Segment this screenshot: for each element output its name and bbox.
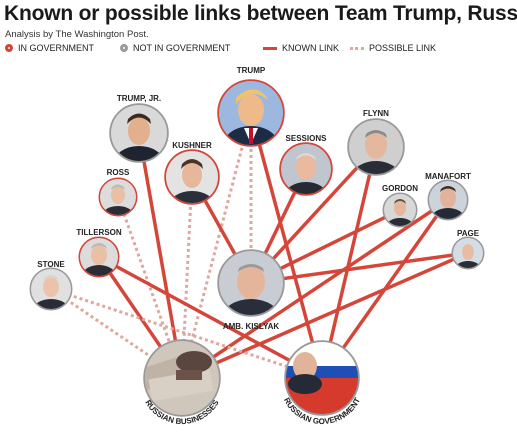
page-title: Known or possible links between Team Tru… <box>4 2 517 25</box>
kislyak-portrait <box>219 251 283 315</box>
known-link-icon <box>263 46 277 50</box>
sessions-portrait <box>281 144 331 194</box>
tillerson-portrait <box>80 238 118 276</box>
node-tillerson[interactable]: TILLERSON <box>76 228 122 287</box>
legend: IN GOVERNMENT NOT IN GOVERNMENT KNOWN LI… <box>5 43 517 59</box>
manafort-label: MANAFORT <box>425 172 471 181</box>
link-tillerson-government <box>98 255 323 380</box>
node-ross[interactable]: ROSS <box>98 168 138 226</box>
kushner-label: KUSHNER <box>172 141 212 150</box>
node-russian-businesses[interactable]: RUSSIAN BUSINESSES <box>138 339 224 426</box>
russian-flag-icon <box>286 342 358 414</box>
node-page[interactable]: PAGE <box>451 229 485 277</box>
sessions-label: SESSIONS <box>286 134 328 143</box>
link-trumpjr-businesses <box>137 132 184 379</box>
gordon-portrait <box>384 194 416 226</box>
link-page-businesses <box>181 251 469 380</box>
nongov-ring-icon <box>120 44 128 52</box>
ross-portrait <box>100 179 136 215</box>
gov-ring-icon <box>5 44 13 52</box>
possible-link-icon <box>350 46 364 50</box>
node-trump-jr[interactable]: TRUMP, JR. <box>109 94 169 180</box>
legend-possible-link: POSSIBLE LINK <box>350 43 436 53</box>
node-trump[interactable]: TRUMP <box>217 66 285 166</box>
link-trump-businesses <box>180 112 253 379</box>
trump-portrait <box>219 81 283 145</box>
link-ross-businesses <box>116 196 184 379</box>
page-label: PAGE <box>457 229 480 238</box>
tillerson-label: TILLERSON <box>76 228 122 237</box>
flynn-portrait <box>349 120 403 174</box>
stone-portrait <box>31 269 71 309</box>
gordon-label: GORDON <box>382 184 418 193</box>
page-portrait <box>453 238 483 268</box>
node-gordon[interactable]: GORDON <box>382 184 418 236</box>
money-image-icon <box>145 341 219 415</box>
trump-jr-label: TRUMP, JR. <box>117 94 161 103</box>
node-kushner[interactable]: KUSHNER <box>164 141 220 221</box>
flynn-label: FLYNN <box>363 109 389 118</box>
link-manafort-businesses <box>181 198 449 380</box>
node-sessions[interactable]: SESSIONS <box>279 134 333 212</box>
trump-jr-portrait <box>111 105 167 161</box>
ross-label: ROSS <box>107 168 130 177</box>
node-russian-government[interactable]: RUSSIAN GOVERNMENT <box>280 340 364 426</box>
link-flynn-government <box>320 146 378 379</box>
legend-in-government: IN GOVERNMENT <box>5 43 94 53</box>
kislyak-label: AMB. KISLYAK <box>223 322 280 331</box>
byline: Analysis by The Washington Post. <box>5 29 149 40</box>
node-kislyak[interactable]: AMB. KISLYAK <box>217 249 285 337</box>
kushner-portrait <box>166 151 218 203</box>
link-page-kislyak <box>250 251 469 285</box>
trump-label: TRUMP <box>237 66 266 75</box>
node-manafort[interactable]: MANAFORT <box>425 172 471 230</box>
node-stone[interactable]: STONE <box>29 260 73 321</box>
link-stone-businesses <box>50 287 183 380</box>
stone-label: STONE <box>37 260 65 269</box>
legend-known-link: KNOWN LINK <box>263 43 339 53</box>
manafort-portrait <box>429 181 467 219</box>
node-flynn[interactable]: FLYNN <box>347 109 405 193</box>
legend-not-in-government: NOT IN GOVERNMENT <box>120 43 230 53</box>
